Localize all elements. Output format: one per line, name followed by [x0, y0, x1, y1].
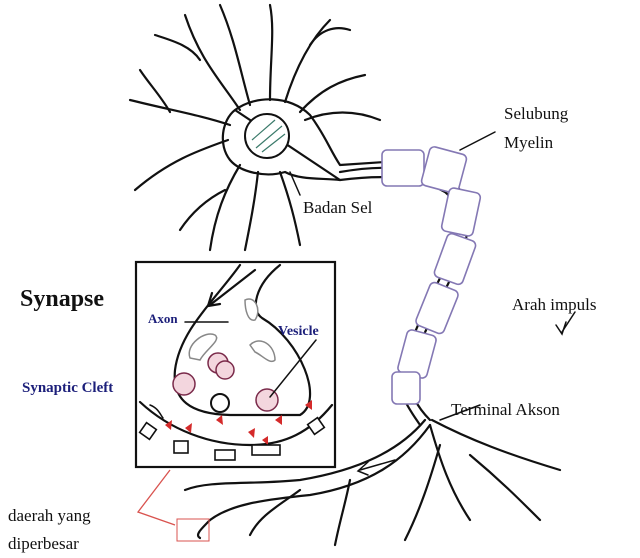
- label-axon: Axon: [148, 311, 178, 326]
- label-magnified-line1: daerah yang: [8, 506, 91, 525]
- label-axon-terminal: Terminal Akson: [451, 400, 560, 419]
- label-myelin-line1: Selubung: [504, 104, 569, 123]
- fusing-vesicle: [210, 393, 230, 413]
- terminal-arrow: [356, 459, 396, 476]
- nucleus: [244, 113, 290, 159]
- synapse-inset-frame: [134, 260, 337, 469]
- label-cell-body: Badan Sel: [303, 198, 373, 217]
- vesicles: [172, 352, 279, 412]
- cell-body: [221, 98, 387, 182]
- myelin-sheath: [381, 146, 482, 405]
- cleft-arrow: [149, 404, 164, 419]
- magnified-region-marker: [176, 518, 210, 542]
- impulse-arrow-head: [555, 321, 567, 336]
- label-magnified-line2: diperbesar: [8, 534, 79, 553]
- label-myelin-line2: Myelin: [504, 133, 554, 152]
- axon-terminal-branches: [183, 418, 562, 547]
- label-synapse: Synapse: [20, 286, 104, 312]
- label-synaptic-cleft: Synaptic Cleft: [22, 380, 113, 396]
- label-vesicle: Vesicle: [278, 324, 319, 339]
- leader-lines: [289, 131, 496, 421]
- receptors: [138, 416, 326, 461]
- label-impulse-direction: Arah impuls: [512, 295, 597, 314]
- nucleus-texture: [251, 119, 286, 153]
- vesicle-leader: [269, 339, 317, 398]
- magnified-pointer: [136, 469, 176, 526]
- mitochondria: [188, 298, 276, 363]
